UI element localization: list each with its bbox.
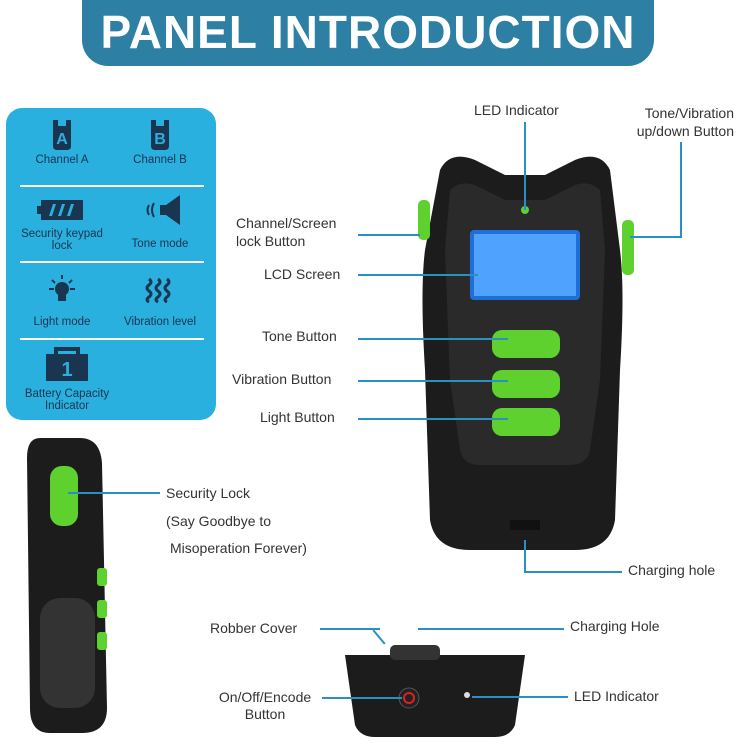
leader-line: [358, 338, 508, 340]
light-button: [492, 408, 560, 436]
leader-line: [322, 697, 402, 699]
channel-b-icon: B: [110, 118, 210, 154]
label: Channel A: [35, 154, 89, 166]
vibration-button: [492, 370, 560, 398]
leader-line: [358, 274, 478, 276]
leader-line: [524, 571, 622, 573]
channel-a-icon: A: [12, 118, 112, 154]
divider: [20, 261, 204, 263]
label: Tone mode: [131, 238, 189, 250]
leader-line: [524, 122, 526, 210]
leader-line: [524, 540, 526, 572]
label-security-note-1: (Say Goodbye to: [166, 513, 272, 529]
leader-line: [358, 380, 508, 382]
leader-line: [630, 236, 682, 238]
label: Channel B: [133, 154, 187, 166]
legend-tone: Tone mode: [110, 192, 210, 250]
label-collar-charging-hole: Charging Hole: [570, 618, 660, 634]
leader-line: [680, 142, 682, 237]
vibration-icon: [110, 272, 210, 308]
collar-receiver: [345, 645, 525, 737]
label-channel-screen-lock: Channel/Screen lock Button: [236, 215, 337, 249]
legend-vibration: Vibration level: [110, 272, 210, 328]
label-light-button: Light Button: [260, 409, 335, 425]
label-security-lock: Security Lock: [166, 485, 251, 501]
label-collar-led: LED Indicator: [574, 688, 659, 704]
label-robber-cover: Robber Cover: [210, 620, 298, 636]
svg-text:1: 1: [61, 359, 72, 381]
label-on-off-encode: On/Off/Encode Button: [218, 689, 312, 722]
leader-line: [418, 628, 564, 630]
legend-channel-b: B Channel B: [110, 118, 210, 166]
label-tone-button: Tone Button: [262, 328, 337, 344]
legend-light: Light mode: [12, 272, 112, 328]
label: Vibration level: [123, 316, 197, 328]
svg-text:B: B: [154, 131, 166, 148]
battery-lock-icon: [12, 192, 112, 228]
label: Battery Capacity Indicator: [24, 388, 110, 412]
legend-battery: 1 Battery Capacity Indicator: [12, 344, 122, 412]
remote-transmitter-front: [418, 156, 634, 550]
label-led-indicator: LED Indicator: [474, 102, 559, 118]
tone-button: [492, 330, 560, 358]
remote-side-view: [27, 438, 107, 733]
label-security-note-2: Misoperation Forever): [170, 540, 307, 556]
page-title: PANEL INTRODUCTION: [82, 0, 654, 66]
light-bulb-icon: [12, 272, 112, 308]
label-lcd-screen: LCD Screen: [264, 266, 341, 282]
divider: [20, 338, 204, 340]
legend-channel-a: A Channel A: [12, 118, 112, 166]
leader-line: [358, 234, 420, 236]
leader-line: [68, 492, 160, 494]
battery-capacity-icon: 1: [12, 344, 122, 384]
label-charging-hole: Charging hole: [628, 562, 716, 578]
label: Light mode: [33, 316, 91, 328]
label-vibration-button: Vibration Button: [232, 371, 332, 387]
leader-line: [358, 418, 508, 420]
leader-line: [320, 628, 380, 630]
svg-text:A: A: [56, 131, 68, 148]
label: Security keypad lock: [21, 228, 103, 252]
speaker-icon: [110, 192, 210, 228]
legend-security: Security keypad lock: [12, 192, 112, 252]
leader-line: [472, 696, 568, 698]
icon-legend-panel: A Channel A B Channel B Security keypad …: [6, 108, 216, 420]
divider: [20, 185, 204, 187]
label-tone-vibration-updown: Tone/Vibration up/down Button: [636, 105, 734, 139]
